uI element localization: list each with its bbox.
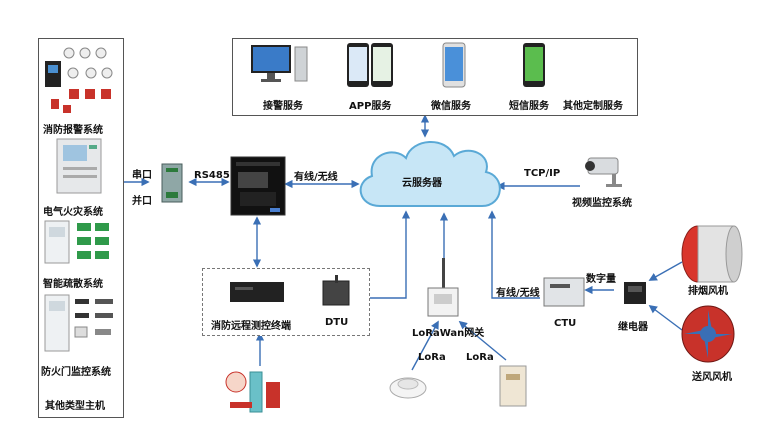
wired-wireless-top-label: 有线/无线 [294, 172, 338, 183]
electrical-fire-system-label: 电气火灾系统 [43, 207, 103, 218]
cloud-server-label: 云服务器 [402, 178, 442, 189]
camera-icon [585, 157, 622, 187]
services-panel: 接警服务 APP服务 微信服务 短信服务 其他定制服务 [232, 38, 638, 116]
sms-service-label: 短信服务 [509, 101, 549, 112]
monitor-icon [251, 45, 308, 82]
serial-port-label: 串口 [132, 170, 152, 181]
dtu-device-icon [322, 275, 350, 306]
alarm-service-label: 接警服务 [263, 101, 303, 112]
cloud-icon [359, 141, 501, 207]
serial-converter-icon [161, 163, 183, 203]
remote-terminal-box: 消防远程测控终端 DTU [202, 268, 370, 336]
smoke-exhaust-fan-icon [681, 225, 743, 283]
lora-left-label: LoRa [418, 352, 446, 363]
lorawan-gateway-label: LoRaWan网关 [412, 328, 485, 339]
gas-detector-icon [499, 365, 527, 407]
wechat-phone-icon [442, 42, 466, 88]
sms-phone-icon [523, 43, 545, 87]
lorawan-gateway-icon [427, 258, 459, 317]
parallel-port-label: 并口 [132, 196, 152, 207]
fire-gateway-terminal-icon [230, 156, 286, 216]
relay-icon [624, 282, 646, 304]
fire-door-devices-icon [44, 294, 113, 352]
electrical-fire-panel-icon [56, 138, 102, 194]
smoke-exhaust-fan-label: 排烟风机 [688, 286, 728, 297]
wechat-service-label: 微信服务 [431, 101, 471, 112]
smoke-detector-icon [389, 377, 427, 399]
custom-service-label: 其他定制服务 [563, 101, 623, 112]
wired-wireless-right-label: 有线/无线 [496, 288, 540, 299]
video-monitor-label: 视频监控系统 [572, 198, 632, 209]
remote-terminal-device-icon [230, 282, 284, 302]
fire-alarm-devices-icon [45, 47, 113, 113]
supply-fan-label: 送风风机 [692, 372, 732, 383]
digital-label: 数字量 [586, 274, 616, 285]
rs485-label: RS485 [194, 170, 230, 181]
ctu-device-icon [543, 277, 585, 307]
fire-door-system-label: 防火门监控系统 [41, 367, 111, 378]
app-service-label: APP服务 [349, 101, 392, 112]
ctu-label: CTU [554, 318, 577, 329]
left-systems-panel: 消防报警系统 电气火灾系统 智能疏散系统 防火门监控系统 其他类型主机 [38, 38, 124, 418]
evacuation-system-label: 智能疏散系统 [43, 279, 103, 290]
fire-alarm-system-label: 消防报警系统 [43, 125, 103, 136]
remote-terminal-label: 消防远程测控终端 [211, 321, 291, 332]
other-hosts-label: 其他类型主机 [45, 401, 105, 412]
dtu-label: DTU [325, 317, 349, 328]
relay-label: 继电器 [618, 322, 648, 333]
app-phones-icon [347, 43, 393, 87]
lora-right-label: LoRa [466, 352, 494, 363]
evacuation-devices-icon [44, 220, 109, 264]
tcpip-label: TCP/IP [524, 168, 561, 179]
supply-fan-icon [681, 305, 735, 363]
hydrant-pump-icon [225, 371, 280, 413]
